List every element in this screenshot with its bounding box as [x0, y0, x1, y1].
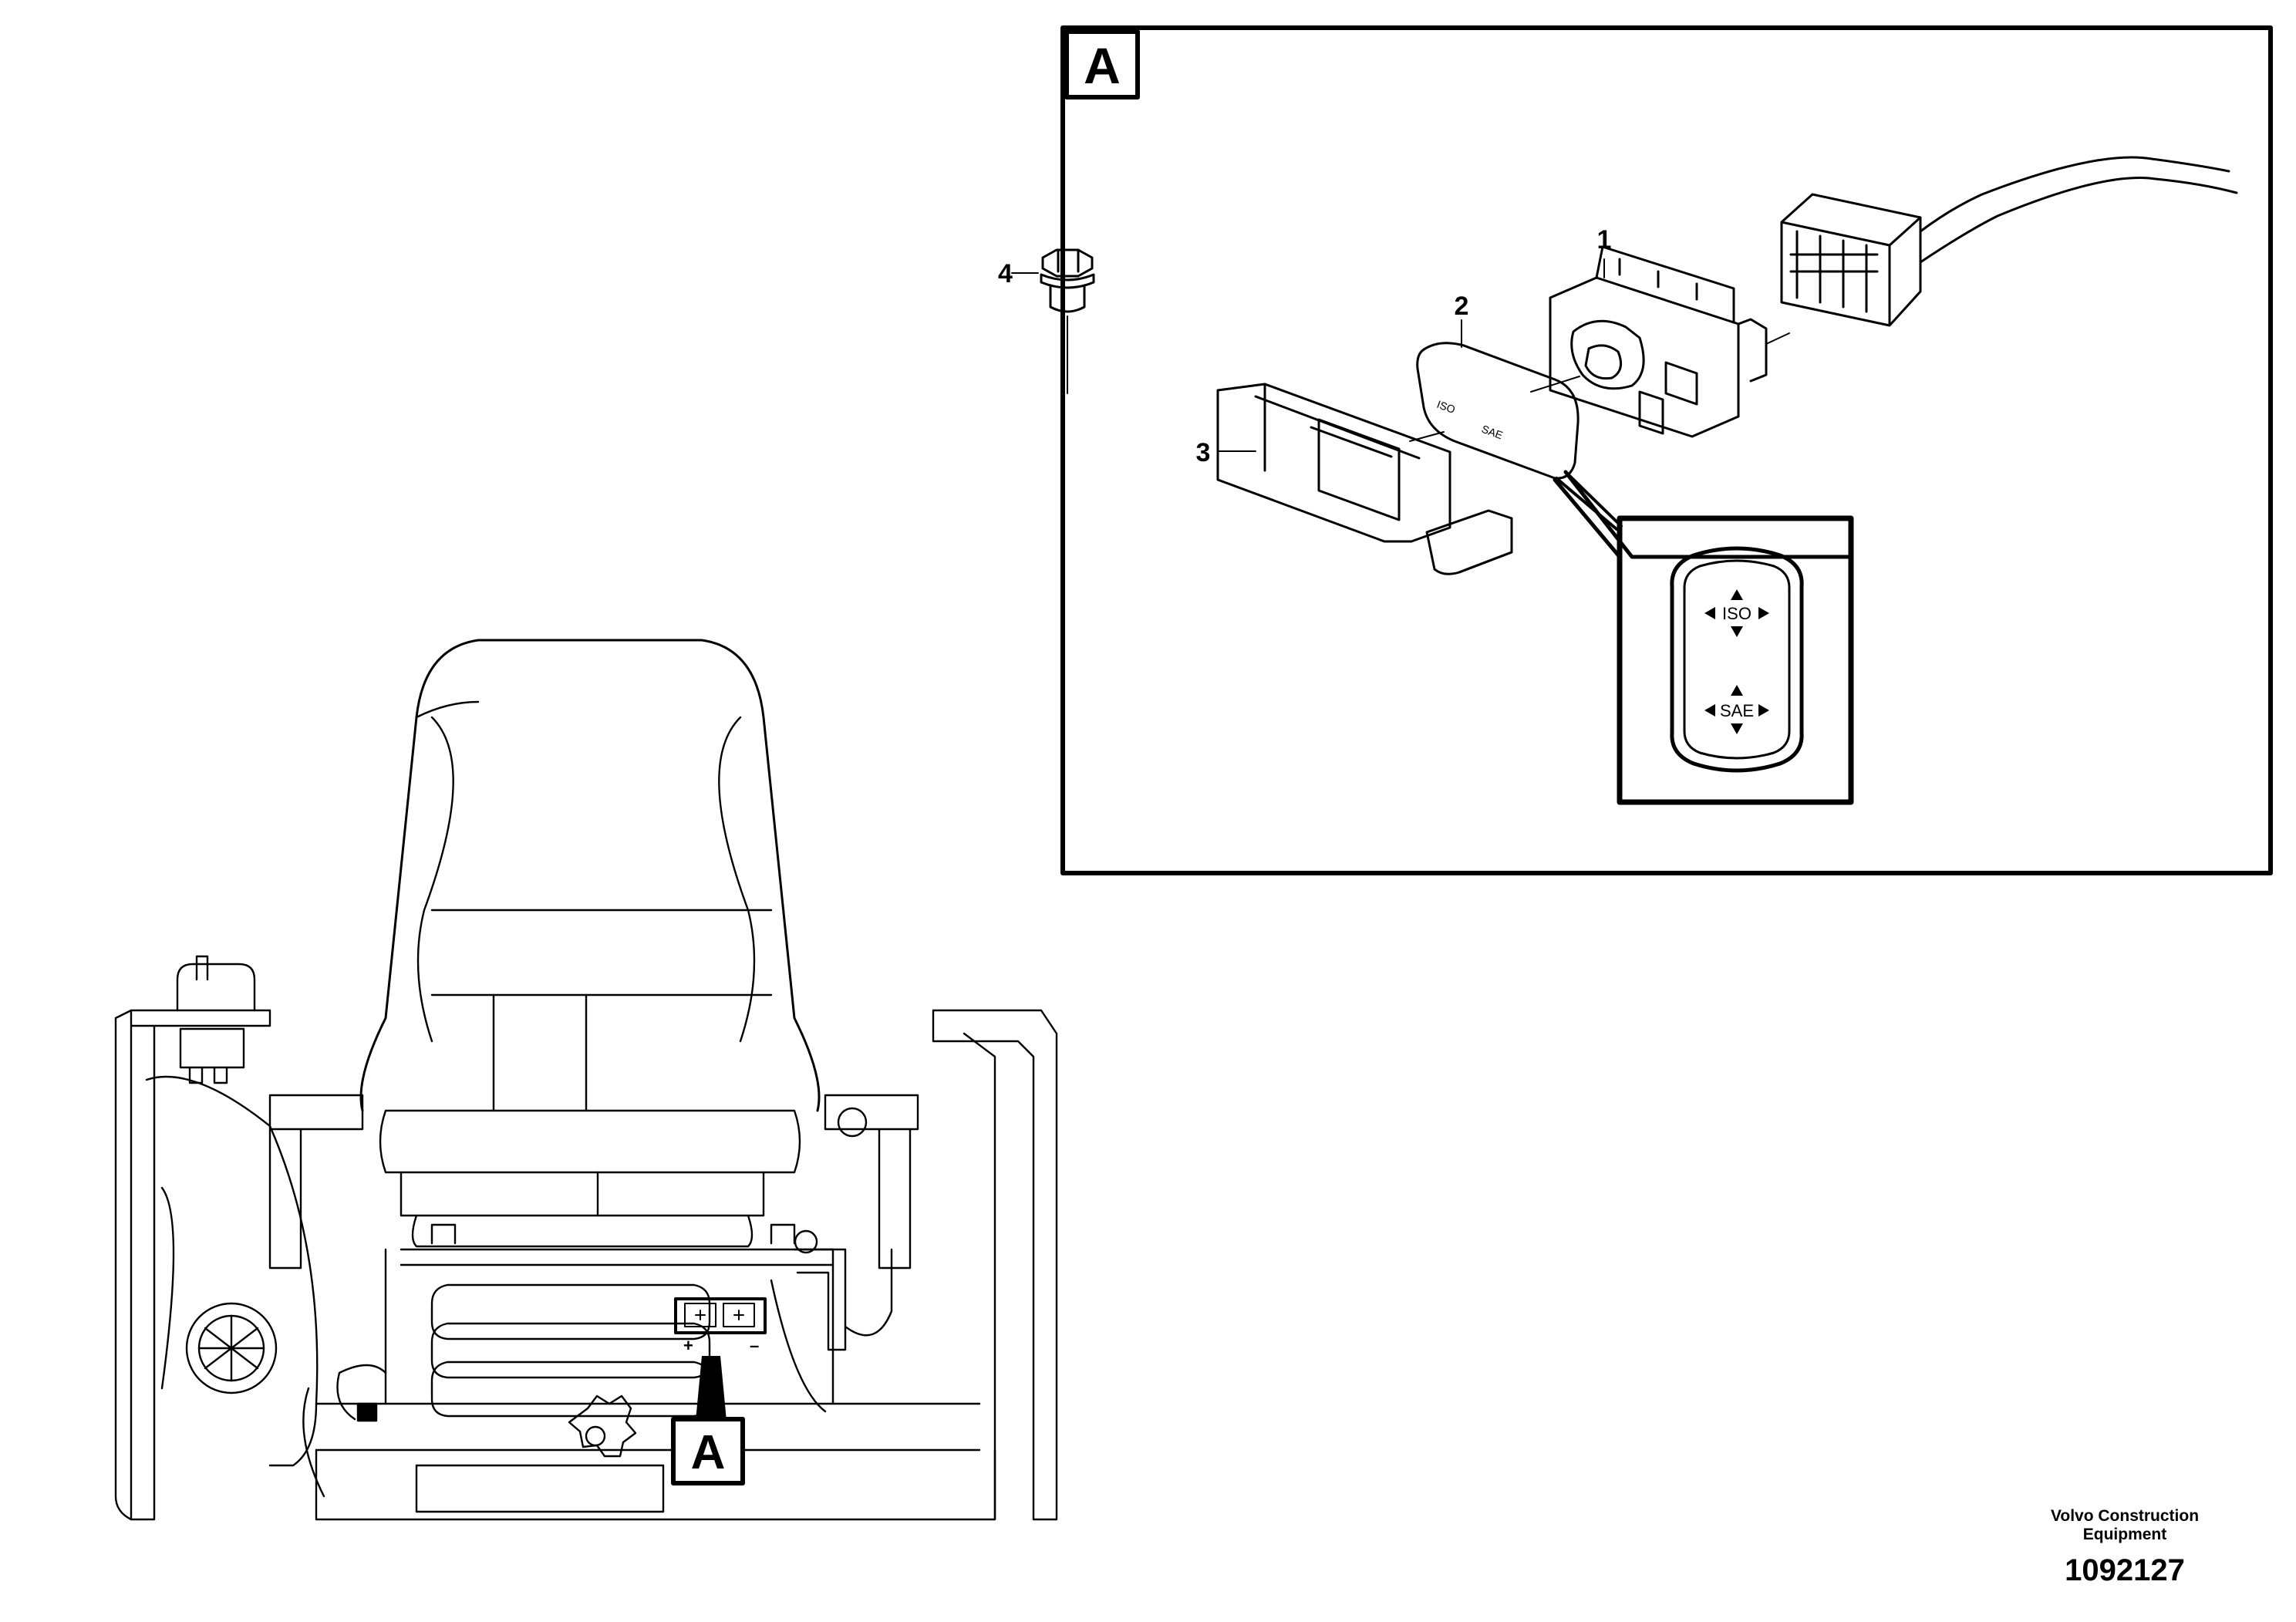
zoom-box: ISO SAE — [1617, 515, 1854, 805]
small-switch-iso: ISO — [1435, 398, 1457, 416]
detail-frame: A — [1060, 25, 2273, 875]
callout-4: 4 — [998, 259, 1013, 288]
company-name: Volvo Construction Equipment — [2025, 1507, 2225, 1544]
zoom-label-iso: ISO — [1722, 604, 1752, 623]
connector-part — [1780, 156, 2238, 327]
company-line-2: Equipment — [2082, 1526, 2167, 1543]
callout-1: 1 — [1597, 225, 1612, 255]
detail-frame-label: A — [1084, 37, 1121, 94]
bracket-part — [1216, 383, 1513, 575]
company-line-1: Volvo Construction — [2050, 1507, 2200, 1525]
callout-2: 2 — [1455, 292, 1469, 321]
part-number: 1092127 — [2065, 1553, 2185, 1587]
panel-sign-plus: + — [683, 1336, 693, 1355]
switch-part — [1549, 245, 1790, 438]
overview-location-box: A — [671, 1417, 745, 1485]
overview-location-label: A — [691, 1426, 726, 1479]
zoom-label-sae: SAE — [1720, 701, 1754, 720]
panel-sign-minus: – — [750, 1336, 759, 1355]
bolt-part — [1040, 248, 1095, 394]
small-switch-sae: SAE — [1480, 423, 1505, 442]
seat-overview — [114, 639, 1058, 1521]
callout-3: 3 — [1196, 438, 1211, 467]
switch-location-marker: + – — [674, 1297, 767, 1421]
switch-cover-part: ISO SAE — [1416, 342, 1580, 480]
